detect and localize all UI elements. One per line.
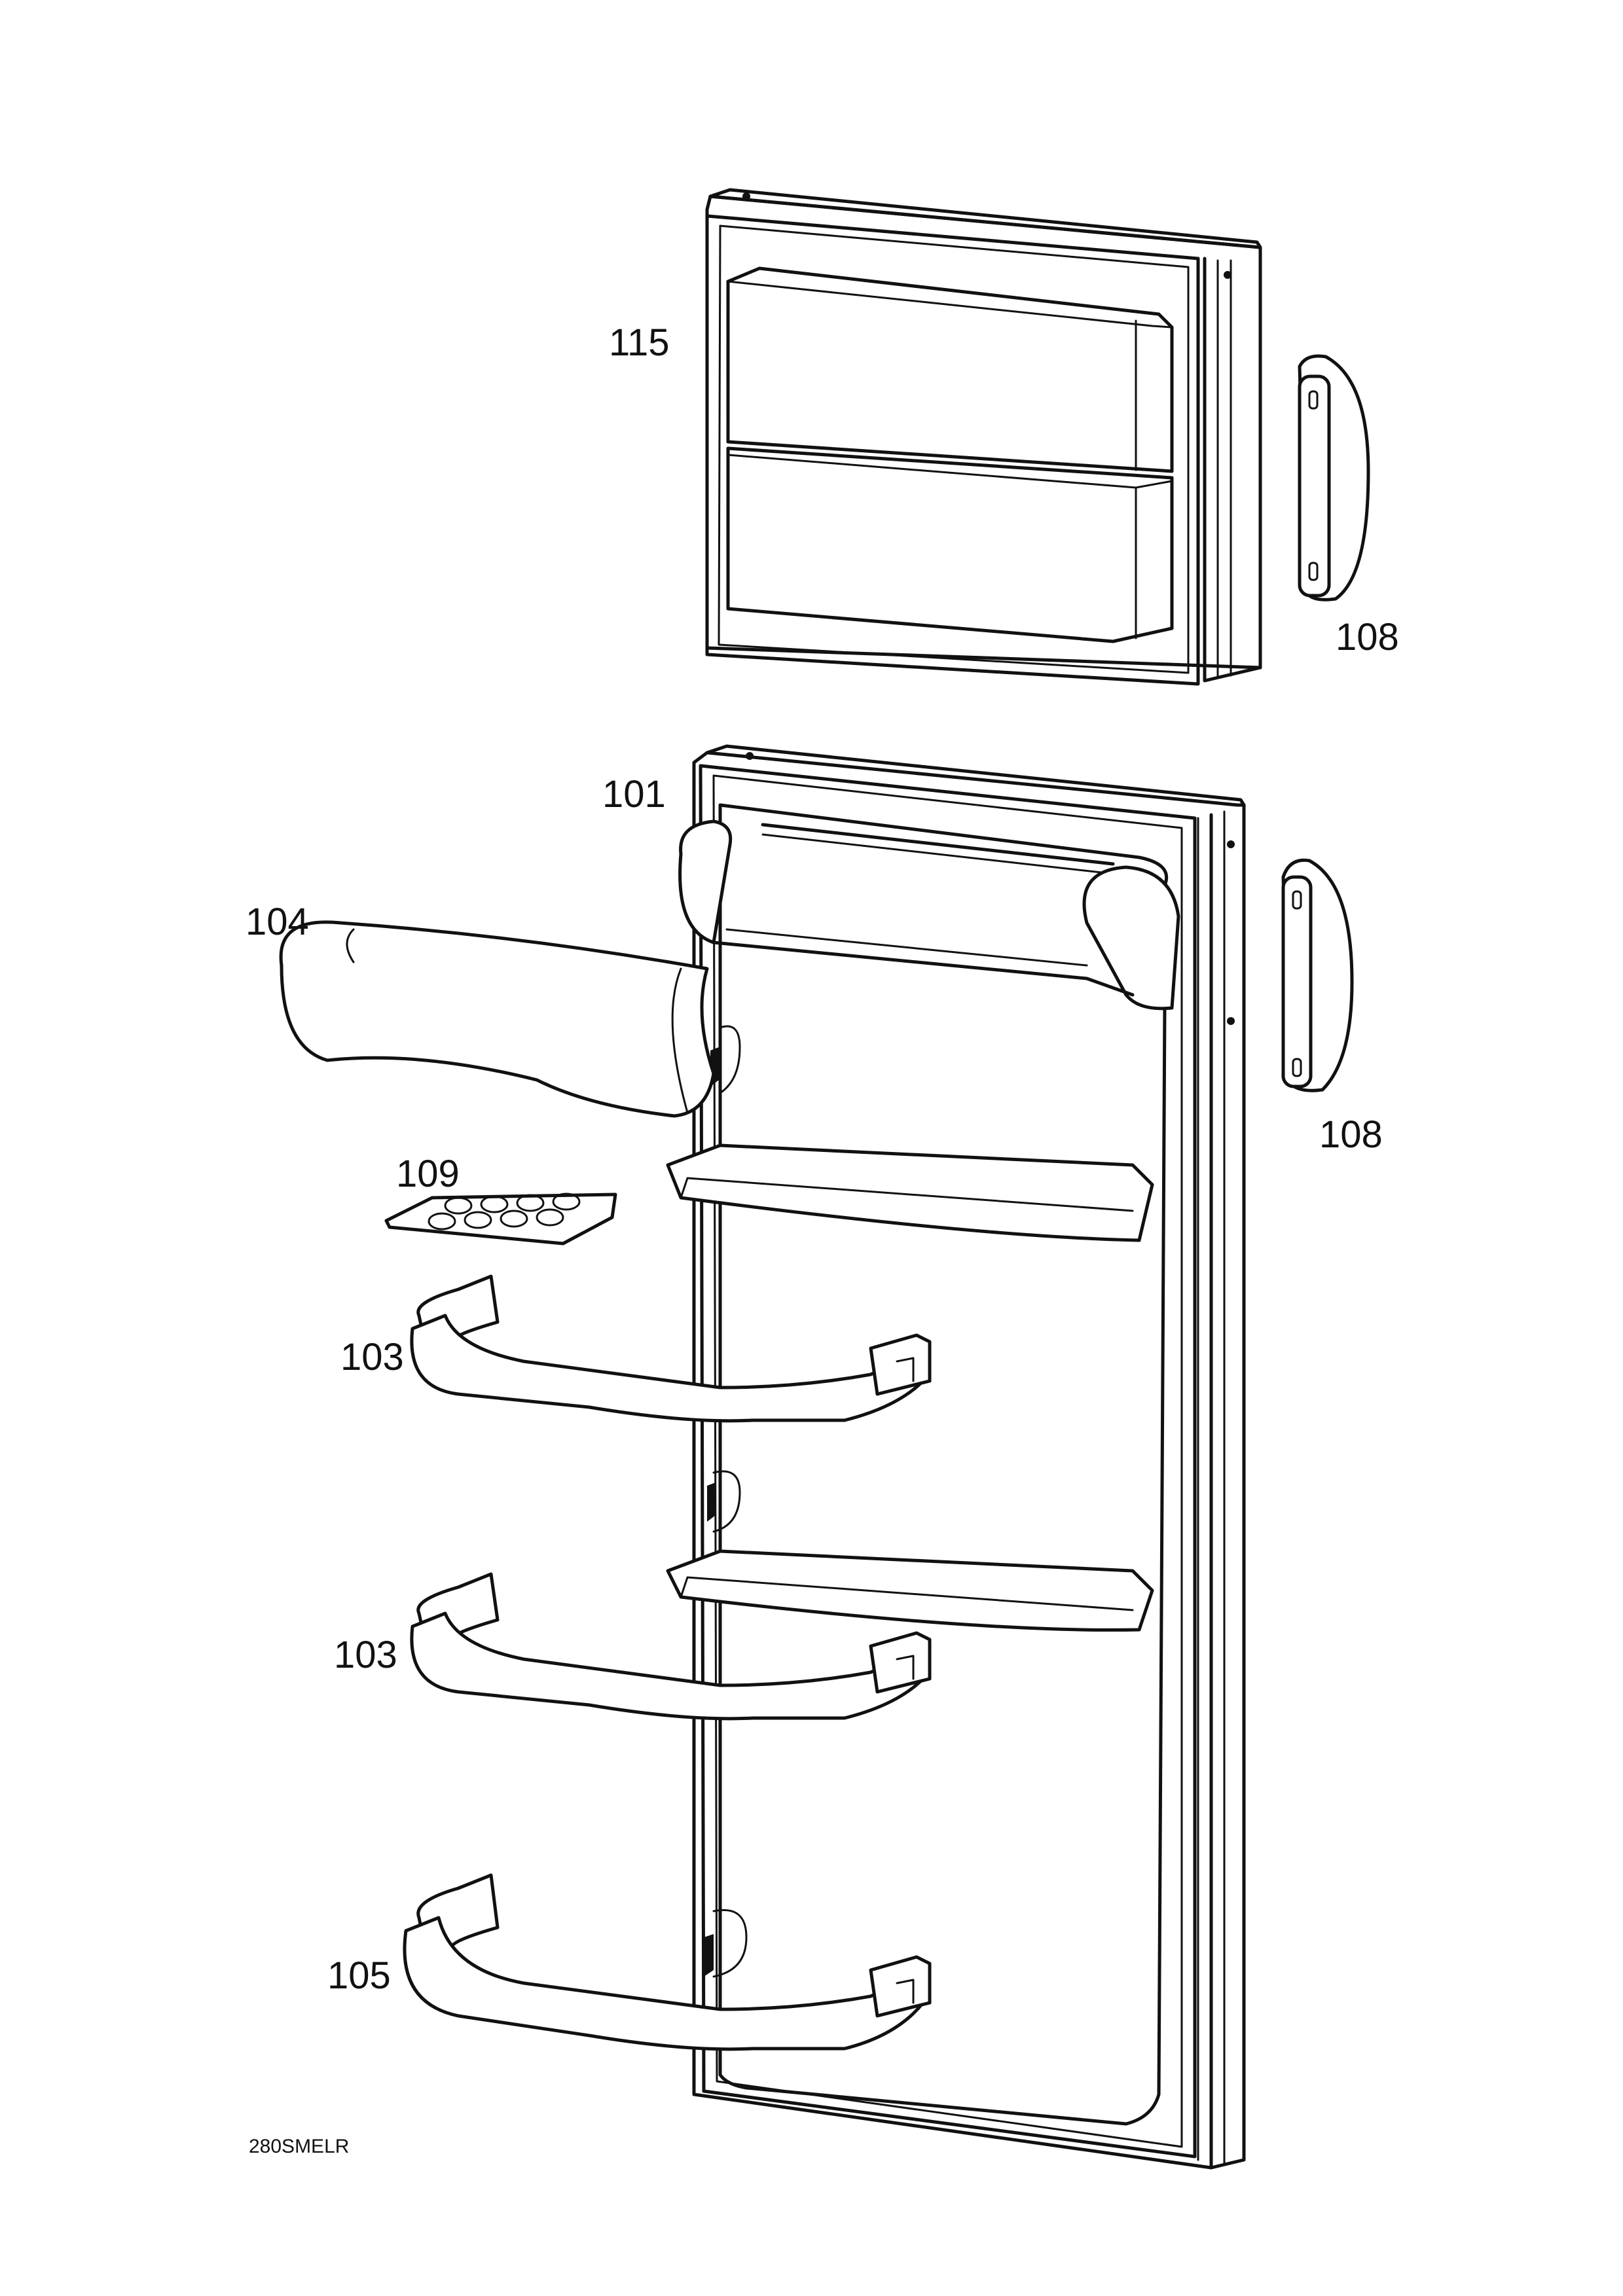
label-115: 115 xyxy=(609,321,670,364)
label-103-upper: 103 xyxy=(340,1336,404,1378)
handle-upper xyxy=(1298,354,1370,601)
bottle-balcony xyxy=(403,1873,932,2051)
label-109: 109 xyxy=(396,1153,460,1195)
handle-lower xyxy=(1281,858,1354,1092)
door-balcony-upper xyxy=(410,1274,932,1423)
label-108-lower: 108 xyxy=(1319,1113,1383,1156)
door-balcony-lower xyxy=(410,1572,932,1721)
label-105: 105 xyxy=(327,1954,391,1997)
label-108-upper: 108 xyxy=(1336,616,1399,658)
dairy-cover xyxy=(279,920,716,1118)
fridge-door-frame xyxy=(692,744,1246,2170)
label-101: 101 xyxy=(602,773,666,816)
drawing-code: 280SMELR xyxy=(249,2136,350,2157)
freezer-door xyxy=(705,188,1262,686)
door-liner xyxy=(666,803,1180,2126)
label-103-lower: 103 xyxy=(334,1634,397,1676)
label-104: 104 xyxy=(246,901,309,943)
egg-tray xyxy=(384,1193,617,1246)
